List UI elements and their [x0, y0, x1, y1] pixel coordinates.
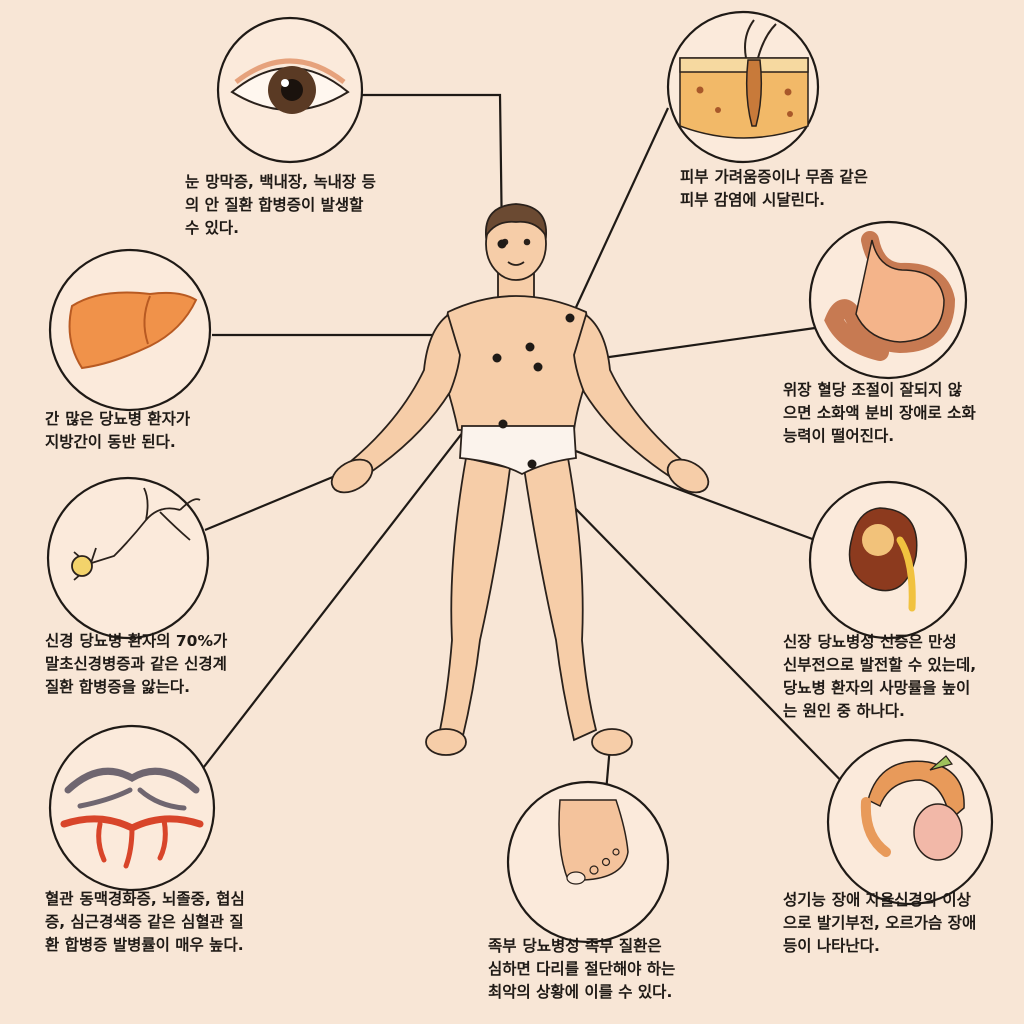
label-kidney-line-2: 신부전으로 발전할 수 있는데,	[783, 656, 977, 674]
label-skin-line-1: 가려움증이나 무좀 같은	[714, 168, 868, 186]
right-hand	[666, 458, 710, 494]
label-sexual-title: 성기능	[783, 891, 826, 909]
skin-icon	[679, 19, 809, 139]
face-eye-right	[523, 238, 531, 246]
vessel-circle	[48, 724, 216, 892]
label-nerve-title: 신경	[45, 632, 74, 650]
liver-icon	[68, 291, 198, 370]
label-stomach-line-3: 능력이 떨어진다.	[783, 427, 895, 445]
reproductive-organ-icon	[860, 755, 965, 861]
anchor-dots	[492, 239, 575, 469]
label-liver-line-1: 많은 당뇨병 환자가	[65, 410, 191, 428]
dot-stomach	[533, 362, 543, 372]
connector-sexual	[531, 463, 856, 796]
connector-nerve	[204, 472, 341, 532]
label-stomach: 위장 혈당 조절이 잘되지 않 으면 소화액 분비 장애로 소화 능력이 떨어진다…	[783, 379, 976, 448]
blood-vessel-icon	[60, 767, 204, 869]
foot-icon	[558, 799, 629, 885]
left-leg	[438, 456, 511, 742]
label-nerve-line-3: 질환 합병증을 앓는다.	[45, 678, 191, 696]
left-arm	[348, 313, 461, 480]
label-stomach-line-2: 으면 소화액 분비 장애로 소화	[783, 404, 976, 422]
label-stomach-line-1: 혈당 조절이 잘되지 않	[817, 381, 963, 399]
label-vessel-line-2: 증, 심근경색증 같은 심혈관 질	[45, 913, 244, 931]
label-eye-line-1: 망막증, 백내장, 녹내장 등	[205, 173, 376, 191]
label-vessel: 혈관 동맥경화증, 뇌졸중, 협심 증, 심근경색증 같은 심혈관 질 환 합병증…	[45, 888, 245, 957]
label-foot: 족부 당뇨병성 족부 질환은 심하면 다리를 절단해야 하는 최악의 상황에 이를…	[488, 935, 675, 1004]
label-skin-line-2: 피부 감염에 시달린다.	[680, 191, 826, 209]
label-vessel-line-3: 환 합병증 발병률이 매우 높다.	[45, 936, 244, 954]
label-nerve: 신경 당뇨병 환자의 70%가 말초신경병증과 같은 신경계 질환 합병증을 앓는…	[45, 630, 227, 699]
dot-vessel	[525, 342, 535, 352]
label-skin-title: 피부	[680, 168, 709, 186]
nerve-circle	[46, 476, 210, 640]
label-skin: 피부 가려움증이나 무좀 같은 피부 감염에 시달린다.	[680, 166, 868, 212]
label-liver-title: 간	[45, 410, 60, 428]
label-liver: 간 많은 당뇨병 환자가 지방간이 동반 된다.	[45, 408, 190, 454]
underwear	[459, 425, 577, 476]
dot-liver	[492, 353, 502, 363]
label-kidney-line-1: 당뇨병성 신증은 만성	[817, 633, 957, 651]
label-vessel-line-1: 동맥경화증, 뇌졸중, 협심	[79, 890, 245, 908]
connector-skin	[571, 107, 669, 317]
label-sexual-line-1: 장애 자율신경의 이상	[831, 891, 971, 909]
label-sexual: 성기능 장애 자율신경의 이상 으로 발기부전, 오르가슴 장애 등이 나타난다.	[783, 889, 976, 958]
dot-eye	[497, 239, 507, 249]
label-eye-line-2: 의 안 질환 합병증이 발생할	[185, 196, 364, 214]
label-eye-title: 눈	[185, 173, 200, 191]
hair	[485, 203, 547, 239]
label-kidney-line-4: 는 원인 중 하나다.	[783, 702, 905, 720]
eye-icon	[230, 58, 350, 114]
label-kidney-line-3: 당뇨병 환자의 사망률을 높이	[783, 679, 971, 697]
dot-kidney	[498, 419, 508, 429]
left-hand	[330, 458, 374, 494]
label-liver-line-2: 지방간이 동반 된다.	[45, 433, 176, 451]
label-nerve-line-2: 말초신경병증과 같은 신경계	[45, 655, 227, 673]
dot-skin	[565, 313, 575, 323]
label-foot-title: 족부	[488, 937, 517, 955]
label-foot-line-3: 최악의 상황에 이를 수 있다.	[488, 983, 673, 1001]
label-sexual-line-2: 으로 발기부전, 오르가슴 장애	[783, 914, 977, 932]
label-eye: 눈 망막증, 백내장, 녹내장 등 의 안 질환 합병증이 발생할 수 있다.	[185, 171, 376, 240]
label-vessel-title: 혈관	[45, 890, 74, 908]
label-nerve-line-1: 당뇨병 환자의 70%가	[79, 632, 228, 650]
label-kidney-title: 신장	[783, 633, 812, 651]
label-sexual-line-3: 등이 나타난다.	[783, 937, 880, 955]
label-foot-line-1: 당뇨병성 족부 질환은	[522, 937, 662, 955]
connector-lines	[199, 93, 856, 816]
label-foot-line-2: 심하면 다리를 절단해야 하는	[488, 960, 676, 978]
label-eye-line-3: 수 있다.	[185, 219, 240, 237]
right-leg	[522, 456, 598, 742]
right-arm	[573, 313, 686, 480]
connector-eye	[360, 93, 504, 243]
human-body	[330, 203, 710, 756]
stomach-icon	[824, 231, 956, 361]
label-kidney: 신장 당뇨병성 신증은 만성 신부전으로 발전할 수 있는데, 당뇨병 환자의 사…	[783, 631, 976, 723]
face-mouth	[507, 261, 525, 266]
neuron-icon	[71, 487, 201, 581]
organ-circles	[46, 10, 994, 944]
kidney-icon	[848, 507, 918, 612]
right-foot	[591, 728, 633, 756]
dot-sexual	[527, 459, 537, 469]
label-stomach-title: 위장	[783, 381, 812, 399]
left-foot	[425, 728, 467, 756]
